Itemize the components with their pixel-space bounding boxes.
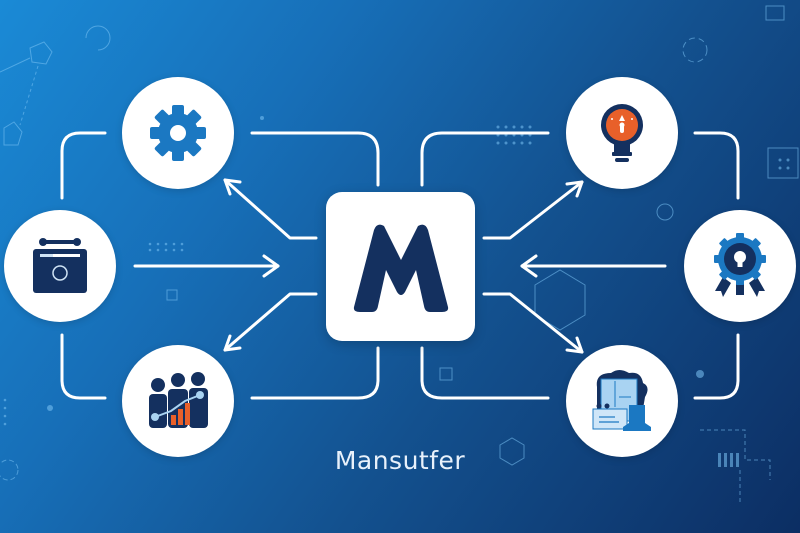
- arrow-to-team-growth: [223, 292, 318, 352]
- node-documents[interactable]: [566, 345, 678, 457]
- bracket-inner-bottom-right: [420, 346, 550, 400]
- bracket-inner-top-left: [250, 131, 380, 187]
- node-idea[interactable]: [566, 77, 678, 189]
- arrow-to-settings: [223, 178, 318, 240]
- diagram-caption: Mansutfer: [334, 446, 466, 475]
- gear-icon: [150, 105, 206, 161]
- node-settings[interactable]: [122, 77, 234, 189]
- bracket-bottom-right: [693, 333, 740, 400]
- bracket-top-right: [693, 131, 740, 200]
- node-team-growth[interactable]: [122, 345, 234, 457]
- bracket-inner-top-right: [420, 131, 550, 187]
- calendar-icon: [33, 238, 87, 293]
- node-innovation-award[interactable]: [684, 210, 796, 322]
- lightbulb-icon: [601, 104, 643, 162]
- bracket-top-left: [60, 131, 107, 200]
- arrow-to-documents: [482, 292, 584, 354]
- bracket-bottom-left: [60, 333, 107, 400]
- arrow-to-idea: [482, 180, 584, 240]
- m-logo-icon: [353, 224, 448, 312]
- award-gear-lightbulb-icon: [714, 233, 766, 297]
- team-growth-chart-icon: [149, 372, 208, 428]
- bracket-inner-bottom-left: [250, 346, 380, 400]
- documents-cloud-icon: [592, 370, 651, 431]
- node-calendar[interactable]: [4, 210, 116, 322]
- hub-logo-tile[interactable]: [326, 192, 475, 341]
